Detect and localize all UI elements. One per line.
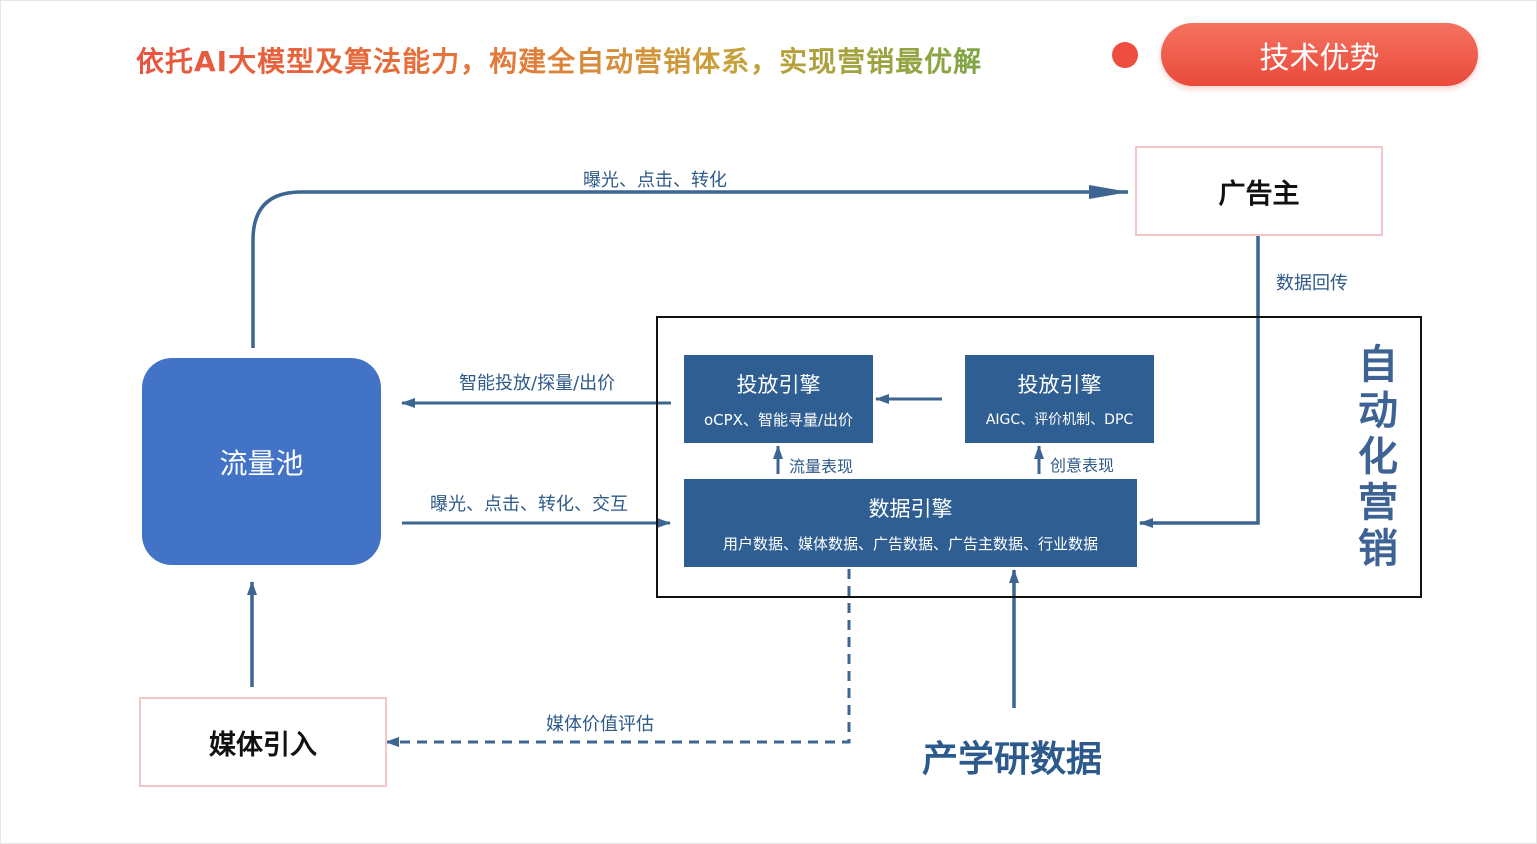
creative-performance-label: 创意表现 [1050, 456, 1115, 475]
advertiser-label: 广告主 [1218, 178, 1300, 210]
traffic-pool-label: 流量池 [219, 446, 304, 480]
pool-to-advertiser-label: 曝光、点击、转化 [583, 170, 727, 191]
automation-vertical-label: 自动化营销 [1358, 342, 1398, 572]
data-return-label: 数据回传 [1276, 273, 1348, 294]
automation-container [656, 316, 1422, 598]
traffic-pool-box: 流量池 [142, 358, 381, 565]
delivery-engine-left: 投放引擎 oCPX、智能寻量/出价 [684, 355, 873, 443]
advertiser-box: 广告主 [1135, 146, 1383, 236]
media-value-dashed-arrow [385, 569, 851, 747]
data-engine-title: 数据引擎 [868, 496, 953, 521]
pool-to-advertiser-arrow [251, 185, 1129, 348]
data-return-arrow [1139, 234, 1260, 528]
data-engine-sub: 用户数据、媒体数据、广告数据、广告主数据、行业数据 [722, 534, 1098, 553]
delivery-engine-left-title: 投放引擎 [736, 372, 821, 397]
bullet-dot-icon [1112, 42, 1138, 68]
headline: 依托AI大模型及算法能力，构建全自动营销体系，实现营销最优解 [136, 40, 982, 80]
delivery-engine-right: 投放引擎 AIGC、评价机制、DPC [965, 355, 1154, 443]
delivery-engine-left-sub: oCPX、智能寻量/出价 [703, 410, 854, 429]
delivery-engine-right-sub: AIGC、评价机制、DPC [985, 412, 1134, 428]
engine-to-pool-label: 智能投放/探量/出价 [459, 373, 616, 394]
flow-performance-label: 流量表现 [789, 457, 854, 476]
academic-data-label: 产学研数据 [922, 739, 1103, 780]
media-intro-box: 媒体引入 [139, 697, 387, 787]
pool-to-data-label: 曝光、点击、转化、交互 [430, 494, 628, 515]
tech-advantage-tag: 技术优势 [1161, 23, 1478, 86]
media-intro-label: 媒体引入 [209, 729, 317, 761]
delivery-engine-right-title: 投放引擎 [1017, 373, 1102, 397]
data-engine: 数据引擎 用户数据、媒体数据、广告数据、广告主数据、行业数据 [684, 479, 1137, 567]
media-value-label: 媒体价值评估 [546, 714, 654, 735]
